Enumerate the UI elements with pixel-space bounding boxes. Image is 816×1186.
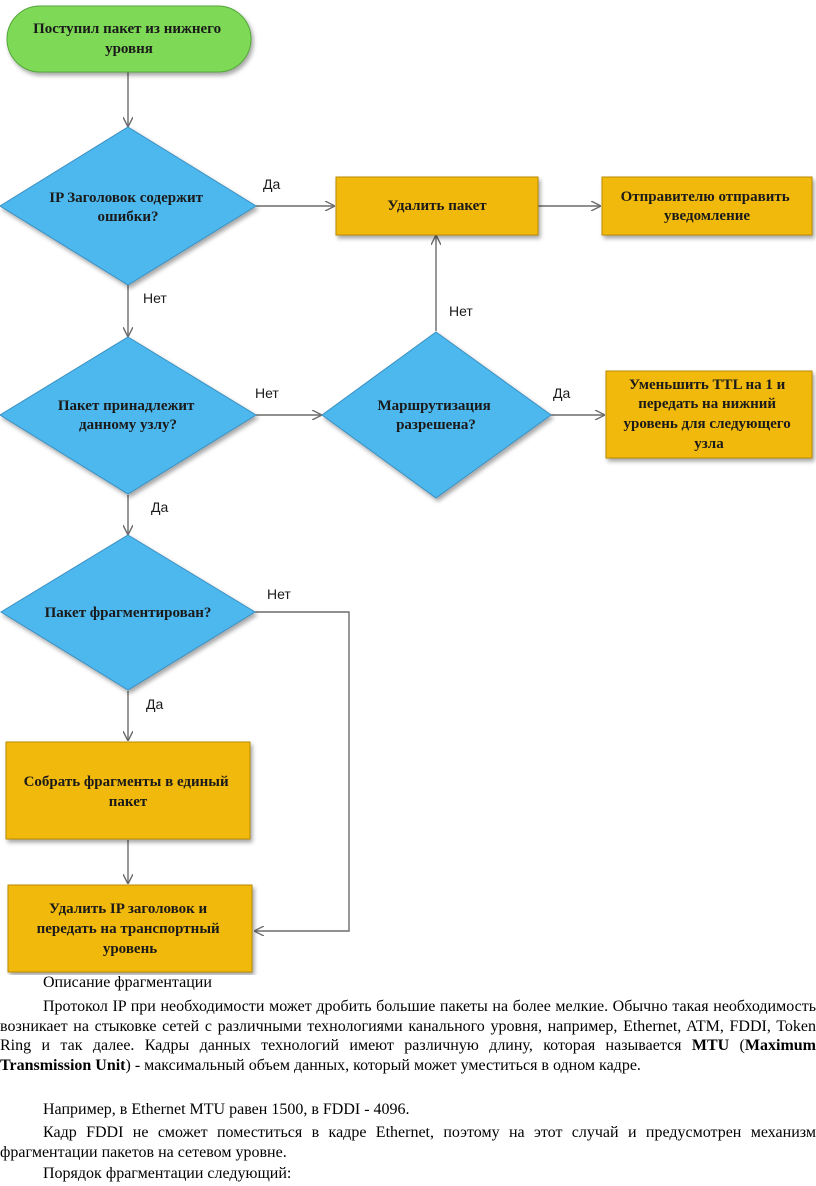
svg-text:Уменьшить TTL на 1 и пер: Уменьшить TTL на 1 и передать на нижний … bbox=[623, 377, 794, 452]
process-drop-packet: Удалить пакет bbox=[335, 176, 539, 236]
routing-line-1: Маршрутизация bbox=[378, 398, 491, 414]
start-node: Поступил пакет из нижнего уровня bbox=[6, 5, 252, 73]
notify-line-1: Отправителю отправить bbox=[621, 189, 790, 205]
check-errors-line-1: IP Заголовок содержит bbox=[49, 190, 203, 206]
paragraph-fddi: Кадр FDDI не сможет поместиться в кадре … bbox=[0, 1124, 816, 1161]
decision-is-fragmented: Пакет фрагментирован? bbox=[0, 534, 256, 691]
decision-routing-allowed: Маршрутизация разрешена? bbox=[321, 331, 552, 499]
p1-text-b: ) - максимальный объем данных, который м… bbox=[125, 1056, 641, 1074]
ttl-line-1: Уменьшить TTL на 1 и bbox=[629, 377, 786, 393]
assemble-line-2: пакет bbox=[109, 794, 148, 810]
flowchart: Поступил пакет из нижнего уровня IP Заго… bbox=[0, 5, 813, 973]
routing-line-2: разрешена? bbox=[396, 417, 476, 433]
strip-line-3: уровень bbox=[103, 941, 157, 957]
svg-text:Пакет фрагментирован?: Пакет фрагментирован? bbox=[45, 605, 212, 621]
process-decrement-ttl: Уменьшить TTL на 1 и передать на нижний … bbox=[605, 370, 813, 459]
label-fragmented-no: Нет bbox=[267, 586, 291, 602]
label-belongs-yes: Да bbox=[151, 499, 168, 515]
label-fragmented-yes: Да bbox=[146, 696, 163, 712]
svg-text:Поступил пакет из нижнего: Поступил пакет из нижнего уровня bbox=[33, 21, 225, 57]
caption: Описание фрагментации bbox=[43, 974, 212, 991]
p1-text-a: Протокол IP при необходимости может дроб… bbox=[0, 998, 816, 1054]
mtu-expansion: Maximum Transmission Unit bbox=[0, 1037, 816, 1074]
decision-header-errors: IP Заголовок содержит ошибки? bbox=[0, 126, 257, 286]
label-errors-yes: Да bbox=[263, 176, 280, 192]
p1-open-paren: ( bbox=[729, 1037, 745, 1054]
strip-line-1: Удалить IP заголовок и bbox=[49, 901, 208, 917]
assemble-line-1: Собрать фрагменты в единый bbox=[24, 774, 229, 790]
start-line-2: уровня bbox=[105, 41, 153, 57]
ttl-line-4: узла bbox=[694, 436, 724, 452]
process-assemble-fragments: Собрать фрагменты в единый пакет bbox=[5, 741, 251, 840]
start-line-1: Поступил пакет из нижнего bbox=[33, 21, 221, 37]
svg-text:Удалить IP заголовок и п: Удалить IP заголовок и передать на транс… bbox=[37, 901, 224, 957]
label-belongs-no: Нет bbox=[255, 385, 279, 401]
mtu-term: MTU bbox=[691, 1037, 730, 1054]
paragraph-order: Порядок фрагментации следующий: bbox=[43, 1165, 292, 1182]
svg-text:Отправителю отправить ув: Отправителю отправить уведомление bbox=[621, 189, 794, 224]
paragraph-mtu: Протокол IP при необходимости может дроб… bbox=[0, 997, 816, 1075]
svg-text:IP Заголовок содержит ош: IP Заголовок содержит ошибки? bbox=[49, 190, 206, 225]
edge-fragmented-no bbox=[255, 611, 350, 931]
notify-line-2: уведомление bbox=[664, 208, 750, 224]
strip-line-2: передать на транспортный bbox=[37, 921, 220, 937]
ttl-line-3: уровень для следующего bbox=[623, 416, 790, 432]
decision-belongs-to-node: Пакет принадлежит данному узлу? bbox=[0, 336, 257, 495]
svg-text:Удалить пакет: Удалить пакет bbox=[387, 198, 487, 214]
label-routing-yes: Да bbox=[553, 385, 570, 401]
ttl-line-2: передать на нижний bbox=[638, 396, 776, 412]
check-errors-line-2: ошибки? bbox=[97, 209, 158, 225]
label-routing-no: Нет bbox=[449, 303, 473, 319]
belongs-line-1: Пакет принадлежит bbox=[58, 398, 195, 414]
process-strip-header: Удалить IP заголовок и передать на транс… bbox=[7, 884, 253, 973]
svg-text:Собрать фрагменты в единый: Собрать фрагменты в единый пакет bbox=[24, 774, 233, 810]
svg-text:Пакет принадлежит данном: Пакет принадлежит данному узлу? bbox=[58, 398, 198, 433]
drop-packet-label: Удалить пакет bbox=[387, 198, 487, 214]
paragraph-example: Например, в Ethernet MTU равен 1500, в F… bbox=[43, 1101, 410, 1118]
label-errors-no: Нет bbox=[143, 290, 167, 306]
process-notify-sender: Отправителю отправить уведомление bbox=[601, 176, 813, 236]
fragmented-label: Пакет фрагментирован? bbox=[45, 605, 212, 621]
belongs-line-2: данному узлу? bbox=[79, 417, 177, 433]
svg-text:Маршрутизация разрешена?: Маршрутизация разрешена? bbox=[378, 398, 495, 433]
